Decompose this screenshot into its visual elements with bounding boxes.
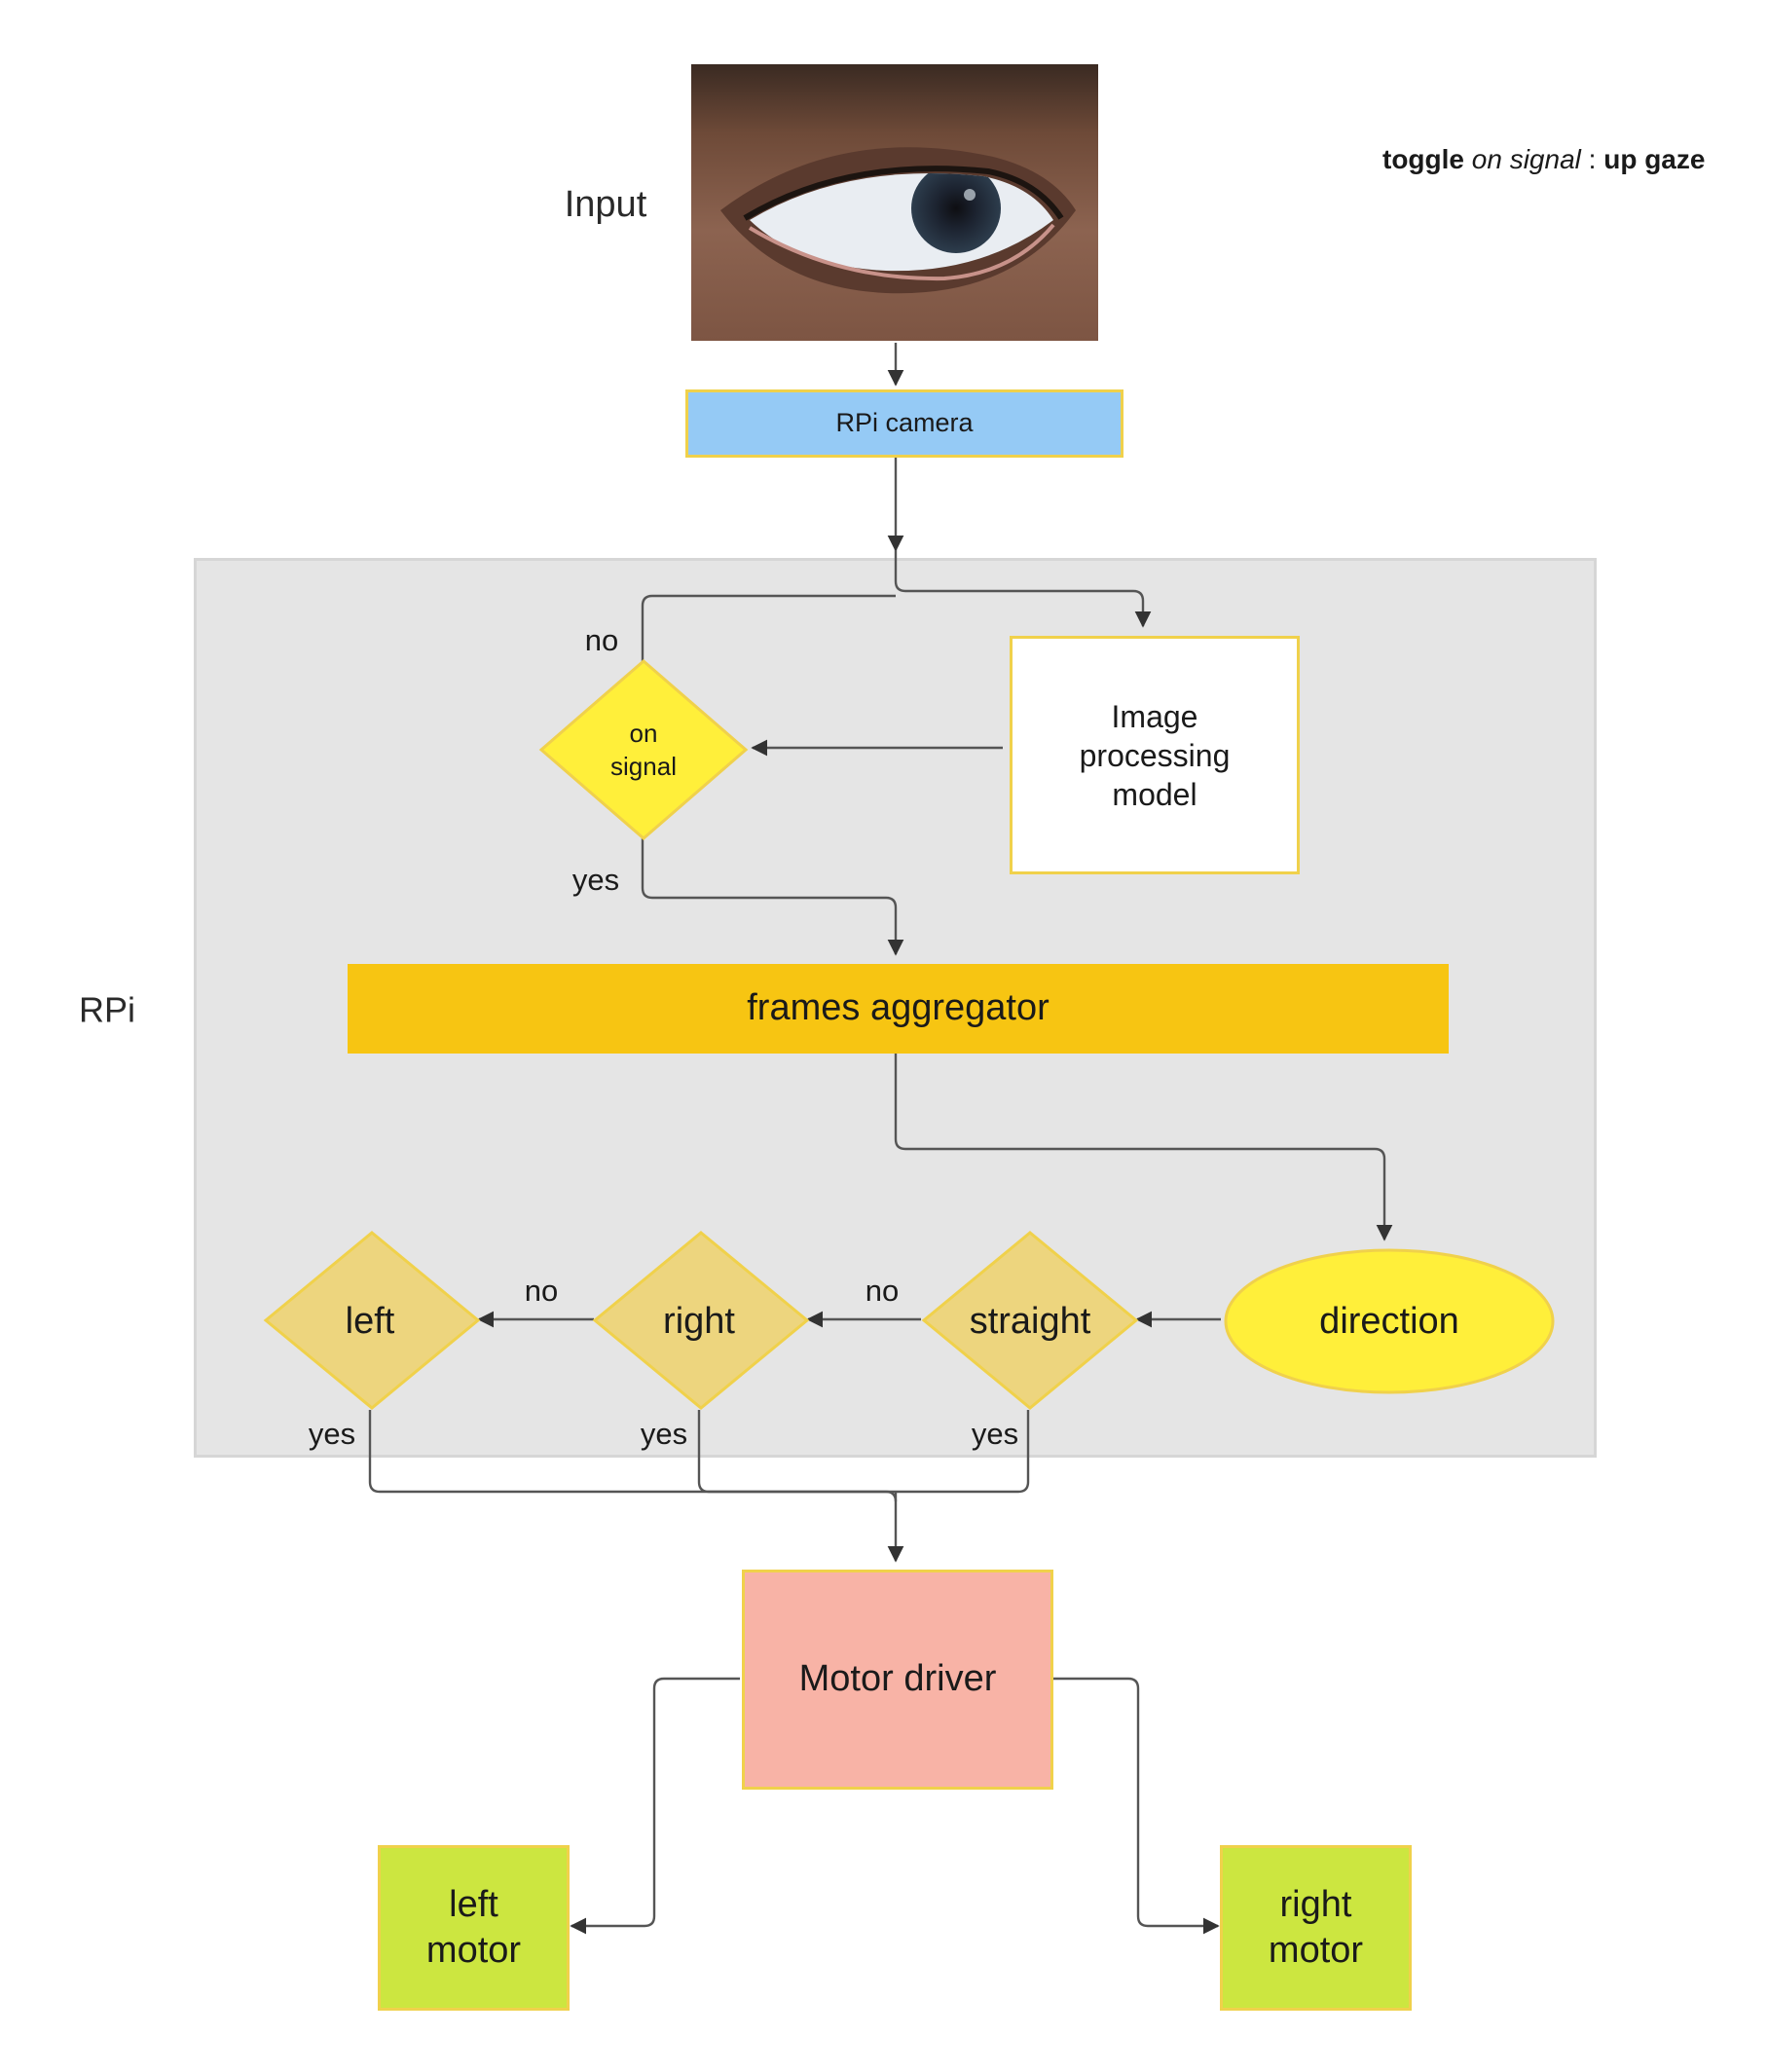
image-processing-line-2: processing [1079,737,1231,773]
straight-diamond [921,1231,1139,1410]
motor-driver-box: Motor driver [742,1570,1053,1790]
rpi-label: RPi [78,989,136,1030]
right-motor-line-2: motor [1268,1930,1364,1971]
edge-left-yes [368,1410,898,1502]
left-motor-line-1: left [449,1883,498,1925]
image-processing-box: Image processing model [1010,636,1300,874]
rpi-camera-label: RPi camera [835,408,974,438]
rpi-camera-box: RPi camera [685,389,1123,458]
motor-driver-label: Motor driver [798,1658,997,1700]
eye-photo [691,64,1098,341]
frames-aggregator-box: frames aggregator [348,964,1449,1054]
right-no-label: no [524,1274,559,1309]
on-signal-yes-label: yes [571,863,620,898]
straight-label: straight [969,1301,1091,1343]
left-motor-line-2: motor [425,1930,522,1971]
edge-aggregator-direction [894,1052,1393,1241]
edge-split-image-processing [894,550,1152,628]
right-motor-box: right motor [1220,1845,1412,2011]
direction-ellipse [1224,1248,1555,1394]
right-label: right [663,1301,735,1343]
up-gaze-text: up gaze [1603,144,1706,174]
right-motor-line-1: right [1279,1883,1352,1925]
edge-on-signal-yes [641,837,904,956]
on-signal-text: on signal [1471,144,1581,174]
edge-driver-left-motor [570,1677,740,1935]
image-processing-line-1: Image [1111,698,1198,734]
on-signal-no-label: no [584,623,619,658]
toggle-text: toggle [1382,144,1464,174]
edge-straight-yes [896,1410,1030,1494]
left-yes-label: yes [308,1417,356,1452]
note-separator: : [1580,144,1604,174]
edge-on-signal-no [641,594,896,662]
left-motor-box: left motor [378,1845,570,2011]
image-processing-line-3: model [1112,776,1197,812]
edge-driver-right-motor [1052,1677,1220,1935]
direction-label: direction [1319,1301,1459,1343]
left-label: left [345,1301,395,1343]
left-diamond [263,1231,481,1410]
edge-right-yes [697,1410,896,1494]
on-signal-label: on signal [610,718,677,784]
toggle-note: toggle on signal : up gaze [1382,144,1705,175]
frames-aggregator-label: frames aggregator [747,987,1050,1029]
right-diamond [592,1231,810,1410]
on-signal-line-2: signal [610,752,677,781]
on-signal-diamond [538,659,749,840]
on-signal-line-1: on [629,719,658,749]
input-label: Input [564,184,647,226]
straight-no-label: no [865,1274,900,1309]
right-yes-label: yes [640,1417,688,1452]
straight-yes-label: yes [971,1417,1019,1452]
